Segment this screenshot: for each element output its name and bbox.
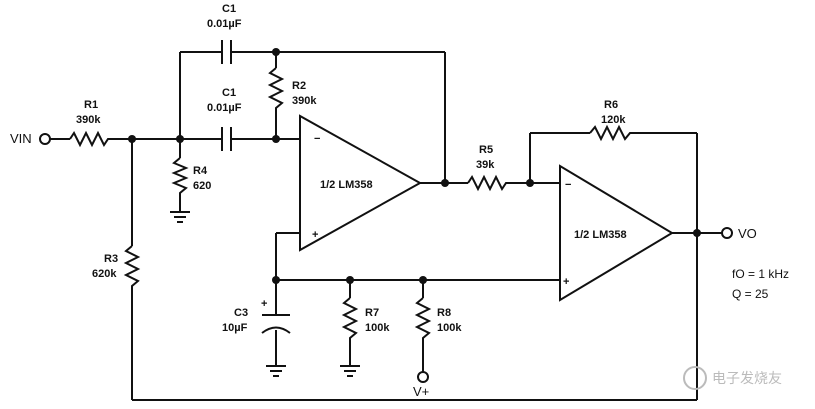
- r3-name: R3: [104, 253, 118, 265]
- opamp-u2: − + 1/2 LM358: [559, 164, 674, 302]
- ground-icon: [340, 365, 360, 377]
- opamp-u1-label: 1/2 LM358: [320, 179, 373, 191]
- r7-value: 100k: [365, 322, 390, 334]
- r2-value: 390k: [292, 95, 317, 107]
- vplus-terminal: [417, 371, 429, 383]
- r6-value: 120k: [601, 114, 626, 126]
- r8-value: 100k: [437, 322, 462, 334]
- r7-name: R7: [365, 307, 379, 319]
- r1-name: R1: [84, 99, 98, 111]
- resistor-r7-symbol: [341, 297, 359, 342]
- r4-name: R4: [193, 165, 208, 177]
- opamp-u2-label: 1/2 LM358: [574, 229, 627, 241]
- r2-name: R2: [292, 80, 306, 92]
- capacitor-c1-top-symbol: [215, 40, 238, 64]
- vplus-label: V+: [413, 384, 429, 399]
- resistor-r4-symbol: [171, 157, 189, 198]
- vin-terminal: [39, 133, 51, 145]
- watermark-logo: 电子发烧友: [683, 366, 782, 390]
- c1-top-name: C1: [222, 3, 236, 15]
- capacitor-c3-polarity: +: [261, 298, 267, 310]
- resistor-r6-symbol: [589, 124, 635, 142]
- c1-bottom-name: C1: [222, 87, 236, 99]
- r5-value: 39k: [476, 159, 495, 171]
- r3-value: 620k: [92, 268, 117, 280]
- r6-name: R6: [604, 99, 618, 111]
- c1-bottom-value: 0.01µF: [207, 102, 242, 114]
- opamp-u1: − + 1/2 LM358: [299, 114, 423, 252]
- r8-name: R8: [437, 307, 451, 319]
- spec-f0: fO = 1 kHz: [732, 267, 789, 281]
- vo-terminal: [721, 227, 733, 239]
- resistor-r5-symbol: [467, 174, 510, 192]
- vo-label: VO: [738, 226, 757, 241]
- junctions: [128, 48, 701, 284]
- resistor-r8-symbol: [414, 297, 432, 342]
- ground-icon: [170, 211, 190, 223]
- capacitor-c3-symbol: +: [261, 298, 291, 334]
- r1-value: 390k: [76, 114, 101, 126]
- resistor-r1-symbol: [69, 130, 112, 148]
- spec-q: Q = 25: [732, 287, 769, 301]
- ground-icon: [266, 365, 286, 377]
- r5-name: R5: [479, 144, 493, 156]
- r4-value: 620: [193, 180, 211, 192]
- watermark-text: 电子发烧友: [712, 370, 782, 386]
- c1-top-value: 0.01µF: [207, 18, 242, 30]
- c3-value: 10µF: [222, 322, 248, 334]
- opamp-u1-noninverting-sign: +: [312, 229, 318, 241]
- opamp-u2-noninverting-sign: +: [563, 276, 569, 288]
- capacitor-c1-bottom-symbol: [215, 127, 238, 151]
- vin-label: VIN: [10, 131, 32, 146]
- resistor-r3-symbol: [123, 245, 141, 290]
- c3-name: C3: [234, 307, 248, 319]
- resistor-r2-symbol: [267, 67, 285, 114]
- opamp-u1-inverting-sign: −: [314, 133, 320, 145]
- opamp-u2-inverting-sign: −: [565, 179, 571, 191]
